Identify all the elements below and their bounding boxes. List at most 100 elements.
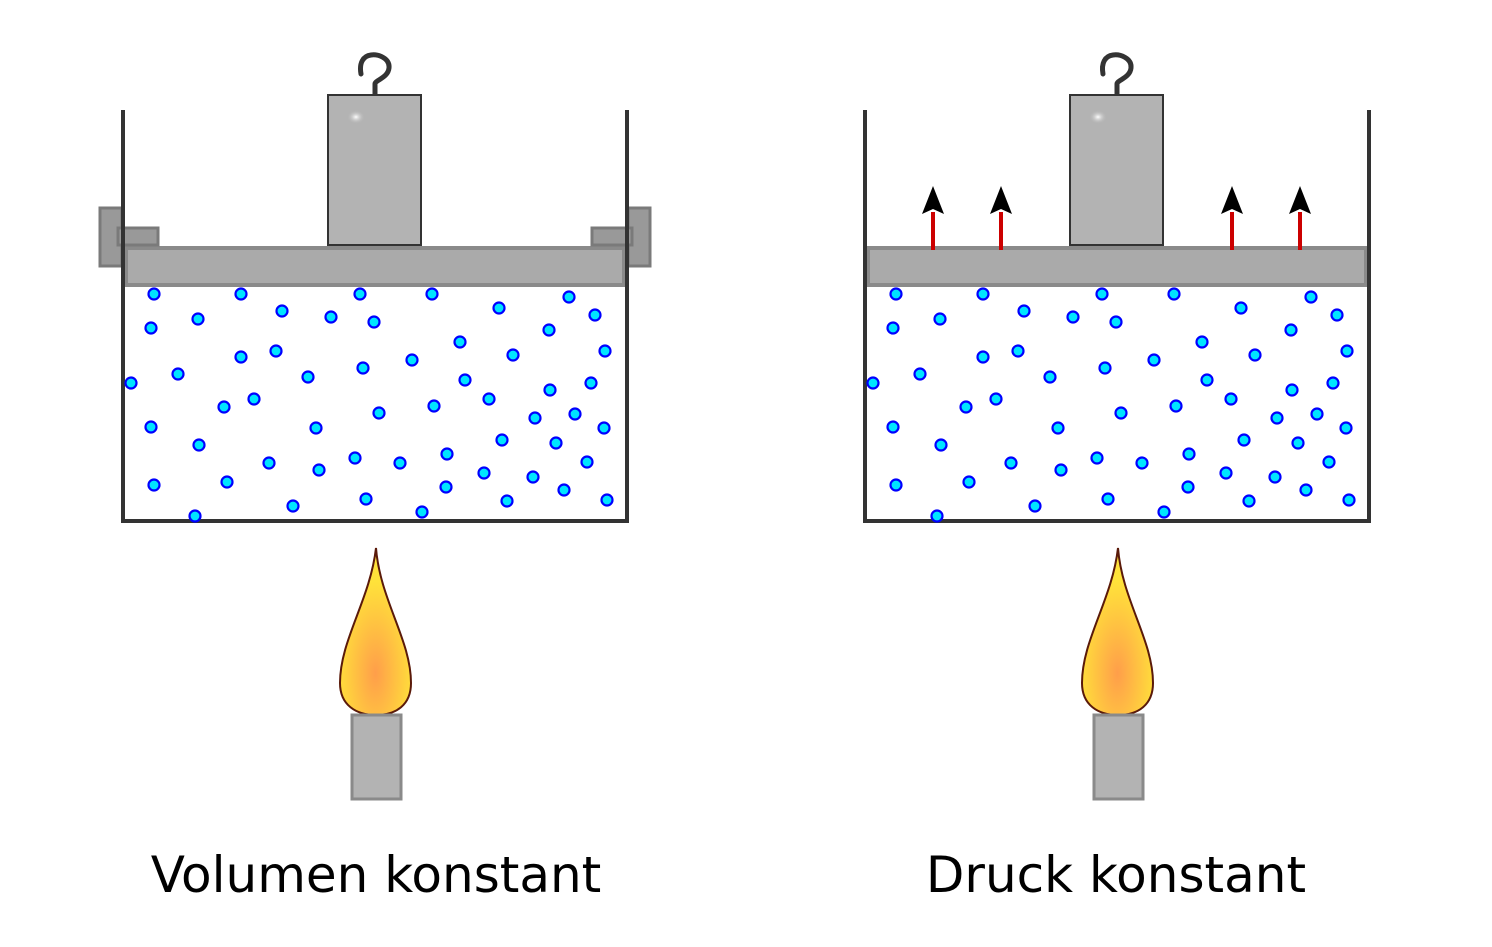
gas-particle bbox=[234, 287, 248, 301]
gas-particle bbox=[348, 451, 362, 465]
gas-particle bbox=[458, 373, 472, 387]
gas-particle bbox=[1167, 287, 1181, 301]
gas-particle bbox=[286, 499, 300, 513]
gas-particle bbox=[356, 361, 370, 375]
gas-particle bbox=[1224, 392, 1238, 406]
gas-particle bbox=[144, 321, 158, 335]
arrow-up-icon bbox=[1221, 186, 1243, 250]
gas-particle bbox=[1109, 315, 1123, 329]
clamp-right bbox=[590, 206, 652, 268]
gas-particle bbox=[247, 392, 261, 406]
gas-particles bbox=[124, 287, 614, 523]
gas-particle bbox=[528, 411, 542, 425]
flame-icon bbox=[338, 547, 413, 717]
flame-icon bbox=[1080, 547, 1155, 717]
gas-particle bbox=[600, 493, 614, 507]
gas-particle bbox=[188, 509, 202, 523]
gas-particle bbox=[1157, 505, 1171, 519]
gas-particle bbox=[597, 421, 611, 435]
gas-particle bbox=[1330, 308, 1344, 322]
gas-particle bbox=[453, 335, 467, 349]
gas-particle bbox=[1322, 455, 1336, 469]
gas-particle bbox=[542, 323, 556, 337]
gas-particle bbox=[1147, 353, 1161, 367]
gas-particle bbox=[1095, 287, 1109, 301]
piston bbox=[124, 246, 626, 287]
gas-particle bbox=[1219, 466, 1233, 480]
gas-particle bbox=[353, 287, 367, 301]
gas-particle bbox=[1054, 463, 1068, 477]
arrow-up-icon bbox=[922, 186, 944, 250]
gas-particle bbox=[1090, 451, 1104, 465]
gas-particle bbox=[549, 436, 563, 450]
gas-particle bbox=[989, 392, 1003, 406]
gas-particle bbox=[886, 420, 900, 434]
gas-particle bbox=[598, 344, 612, 358]
weight-hook-icon bbox=[1100, 52, 1134, 98]
gas-particle bbox=[427, 399, 441, 413]
gas-particle bbox=[1299, 483, 1313, 497]
gas-particle bbox=[220, 475, 234, 489]
burner bbox=[1080, 547, 1155, 801]
gas-particle bbox=[415, 505, 429, 519]
gas-particle bbox=[439, 480, 453, 494]
gas-particle bbox=[1237, 433, 1251, 447]
gas-particle bbox=[1004, 456, 1018, 470]
gas-particle bbox=[889, 478, 903, 492]
gas-particle bbox=[543, 383, 557, 397]
gas-particle bbox=[147, 478, 161, 492]
gas-particle bbox=[934, 438, 948, 452]
gas-particle bbox=[1304, 290, 1318, 304]
gas-particle bbox=[1181, 480, 1195, 494]
caption-pressure-constant: Druck konstant bbox=[925, 846, 1307, 904]
gas-particle bbox=[976, 287, 990, 301]
gas-particle bbox=[886, 321, 900, 335]
gas-particle bbox=[1011, 344, 1025, 358]
gas-particle bbox=[1234, 301, 1248, 315]
gas-particle bbox=[1242, 494, 1256, 508]
gas-particle bbox=[913, 367, 927, 381]
gas-particle bbox=[301, 370, 315, 384]
gas-particle bbox=[147, 287, 161, 301]
arrow-up-icon bbox=[1289, 186, 1311, 250]
gas-particle bbox=[1195, 335, 1209, 349]
gas-particle bbox=[312, 463, 326, 477]
gas-particle bbox=[930, 509, 944, 523]
arrow-up-icon bbox=[990, 186, 1012, 250]
gas-particle bbox=[557, 483, 571, 497]
gas-particle bbox=[275, 304, 289, 318]
gas-particle bbox=[1135, 456, 1149, 470]
gas-particle bbox=[976, 350, 990, 364]
gas-particle bbox=[1339, 421, 1353, 435]
burner-icon bbox=[350, 713, 403, 801]
gas-particle bbox=[324, 310, 338, 324]
gas-particle bbox=[1284, 323, 1298, 337]
burner bbox=[338, 547, 413, 801]
gas-particle bbox=[124, 376, 138, 390]
weight bbox=[1069, 52, 1164, 246]
gas-particle bbox=[1326, 376, 1340, 390]
gas-particle bbox=[1017, 304, 1031, 318]
gas-particle bbox=[1340, 344, 1354, 358]
gas-particle bbox=[562, 290, 576, 304]
gas-particle bbox=[1066, 310, 1080, 324]
panel-pressure-constant bbox=[863, 52, 1371, 801]
gas-particle bbox=[506, 348, 520, 362]
weight bbox=[327, 52, 422, 246]
gas-particle bbox=[309, 421, 323, 435]
gas-particle bbox=[1028, 499, 1042, 513]
gas-particle bbox=[477, 466, 491, 480]
cylinder-walls bbox=[863, 110, 1371, 523]
gas-particle bbox=[959, 400, 973, 414]
gas-particle bbox=[367, 315, 381, 329]
gas-particles bbox=[866, 287, 1356, 523]
gas-particle bbox=[526, 470, 540, 484]
gas-particle bbox=[269, 344, 283, 358]
gas-particle bbox=[1051, 421, 1065, 435]
gas-particle bbox=[405, 353, 419, 367]
gas-particle bbox=[393, 456, 407, 470]
gas-particle bbox=[1285, 383, 1299, 397]
gas-particle bbox=[1268, 470, 1282, 484]
gas-particle bbox=[933, 312, 947, 326]
gas-particle bbox=[580, 455, 594, 469]
